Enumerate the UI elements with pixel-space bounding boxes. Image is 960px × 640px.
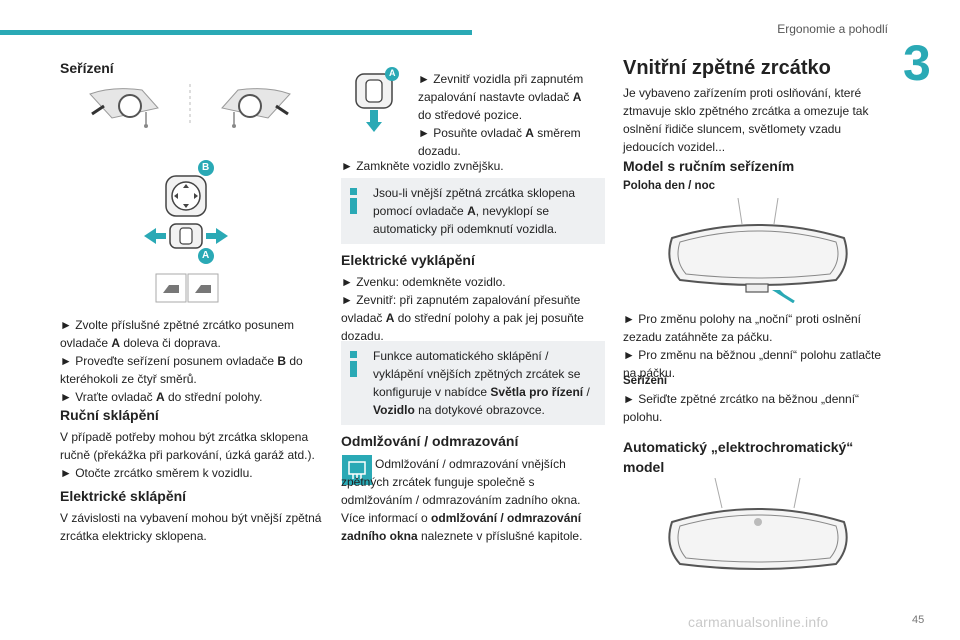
electric-fold-text: V závislosti na vybavení mohou být vnějš… — [60, 511, 322, 543]
label-a: A — [202, 250, 210, 261]
auto-mirror-illustration — [668, 478, 848, 570]
defrost-heading: Odmlžování / odmrazování — [341, 433, 519, 449]
interior-mirror-intro: Je vybaveno zařízením proti oslňování, k… — [623, 86, 869, 154]
manual-fold-heading: Ruční sklápění — [60, 407, 159, 423]
unfold-steps: ► Zvenku: odemkněte vozidlo. ► Zevnitř: … — [341, 275, 584, 343]
day-night-subheading: Poloha den / noc — [623, 180, 716, 192]
info-icon — [350, 188, 358, 214]
label-b: B — [202, 162, 210, 173]
auto-model-heading: Automatický „elektrochromatický“ model — [623, 439, 854, 475]
manual-fold-text: V případě potřeby mohou být zrcátka sklo… — [60, 430, 315, 480]
page-number: 45 — [912, 614, 925, 626]
mirror-selection-illustration — [89, 84, 291, 128]
adjust-interior-step: ► Seřiďte zpětné zrcátko na běžnou „denn… — [623, 392, 860, 424]
header-accent-bar — [0, 30, 472, 35]
fold-control-illustration — [355, 67, 399, 132]
mirror-control-pad-illustration — [144, 160, 228, 264]
electric-fold-heading: Elektrické sklápění — [60, 488, 187, 504]
watermark: carmanualsonline.info — [688, 614, 829, 630]
info-icon — [350, 351, 358, 377]
section-title: Ergonomie a pohodlí — [777, 22, 888, 36]
label-a-fold: A — [389, 68, 396, 78]
info-box-fold: Jsou-li vnější zpětná zrcátka sklopena p… — [341, 178, 605, 244]
manual-mirror-illustration — [668, 198, 848, 303]
electric-unfold-heading: Elektrické vyklápění — [341, 252, 475, 268]
chapter-number: 3 — [903, 35, 931, 91]
lock-step: ► Zamkněte vozidlo zvnějšku. — [341, 159, 504, 173]
day-night-steps: ► Pro změnu polohy na „noční“ proti osln… — [623, 312, 882, 380]
fold-buttons-illustration — [155, 273, 219, 303]
info-box-config: Funkce automatického sklápění / vyklápěn… — [341, 341, 605, 425]
interior-mirror-heading: Vnitřní zpětné zrcátko — [623, 57, 831, 79]
manual-model-heading: Model s ručním seřízením — [623, 158, 795, 174]
adjust-subheading: Seřízení — [623, 375, 668, 387]
defrost-text: Odmlžování / odmrazování vnějších zpětný… — [341, 457, 583, 543]
adjust-steps: ► Zvolte příslušné zpětné zrcátko posune… — [60, 318, 303, 404]
fold-steps: ► Zevnitř vozidla při zapnutém zapalován… — [418, 72, 584, 158]
adjust-heading: Seřízení — [60, 60, 114, 76]
defrost-icon — [342, 455, 372, 485]
